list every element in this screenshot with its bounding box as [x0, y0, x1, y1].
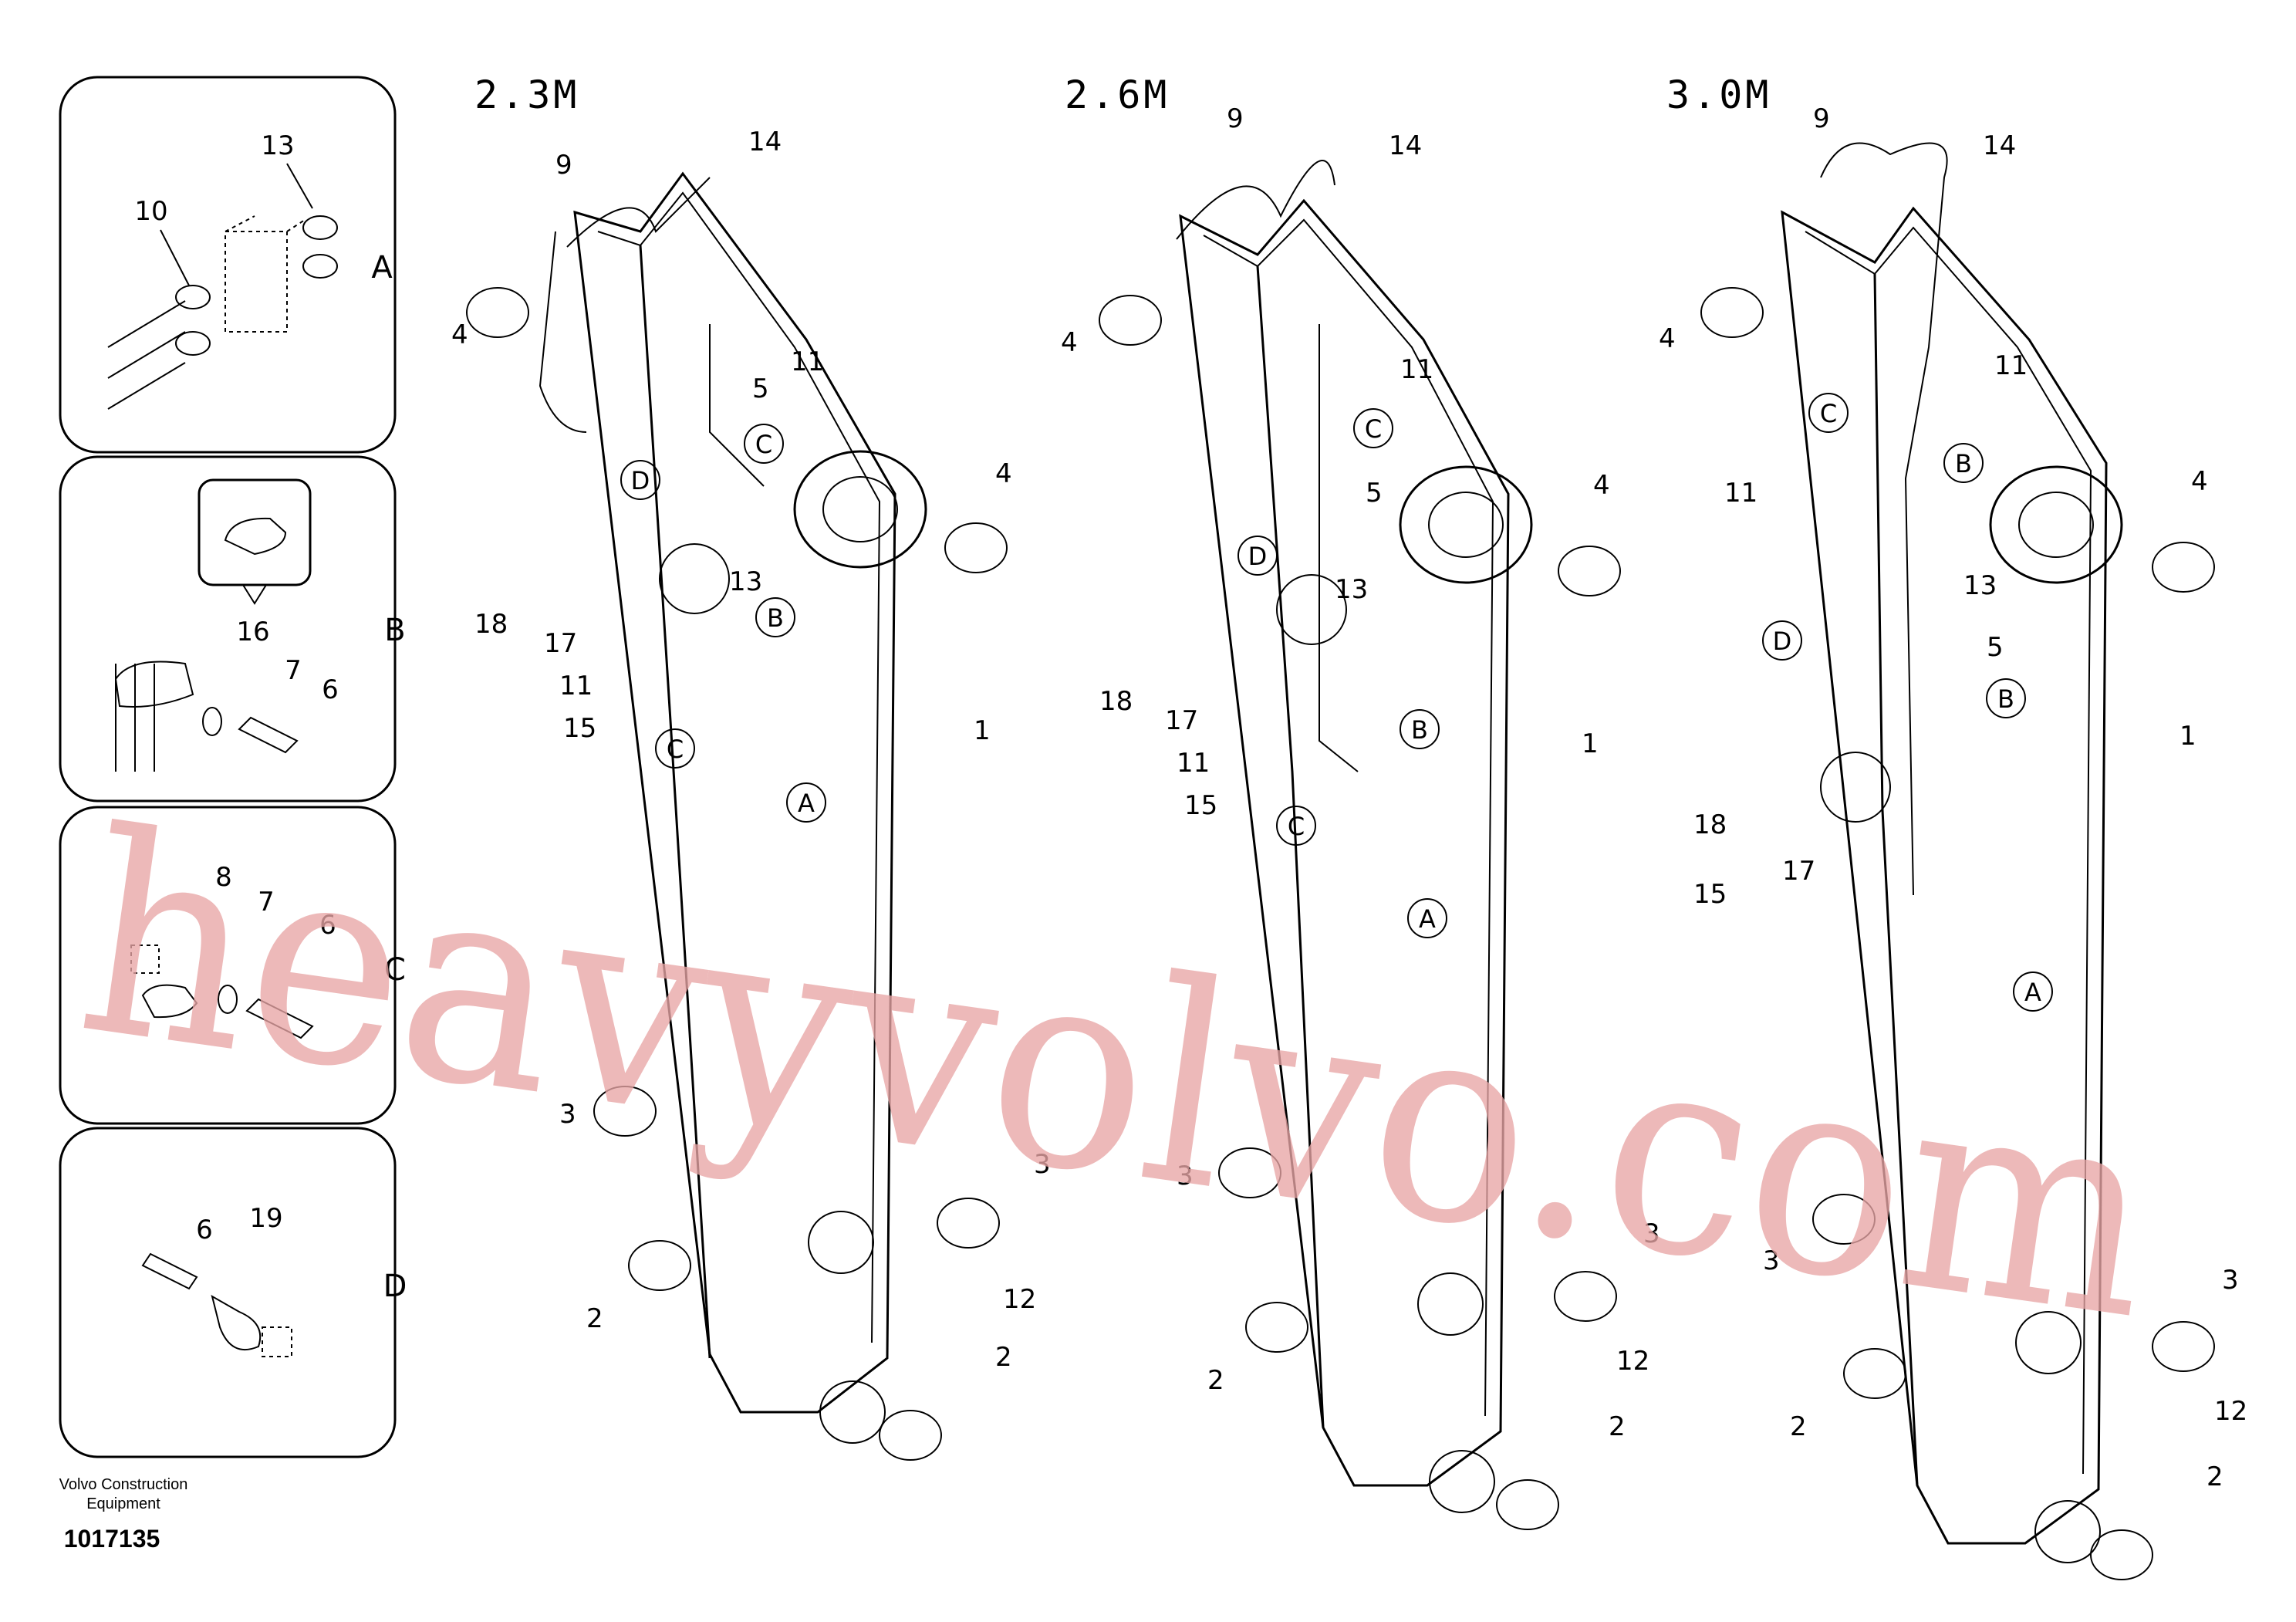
variant-label-2-3m: 2.3M: [474, 73, 579, 117]
part-17-b: 17: [1165, 705, 1198, 736]
callout-c-a2: C: [667, 735, 684, 764]
part-18-a: 18: [474, 609, 508, 640]
footer-company-line1: Volvo Construction: [59, 1476, 188, 1493]
callout-b-b: B: [1411, 715, 1428, 745]
part-1-c: 1: [2180, 721, 2196, 752]
detail-panel-d: D 6 19: [59, 1127, 407, 1458]
part-13-a: 13: [729, 566, 762, 597]
part-11-b2: 11: [1177, 748, 1210, 779]
detail-letter-b: B: [384, 613, 405, 648]
part-4-b2: 4: [1593, 470, 1610, 501]
part-3-a1: 3: [559, 1099, 576, 1130]
part-3-b1: 3: [1177, 1161, 1194, 1191]
part-11-c2: 11: [1724, 478, 1757, 509]
part-11-b1: 11: [1400, 354, 1433, 385]
part-3-c2: 3: [2222, 1265, 2239, 1296]
part-2-c1: 2: [2207, 1461, 2223, 1492]
part-17-c: 17: [1782, 856, 1815, 887]
detail-b-number-7: 7: [285, 655, 302, 686]
part-4-a2: 4: [995, 458, 1012, 489]
callout-c-a1: C: [755, 430, 772, 459]
part-11-a1: 11: [791, 346, 824, 377]
callout-c-b2: C: [1288, 812, 1305, 841]
part-15-c: 15: [1693, 879, 1727, 910]
part-18-b: 18: [1099, 686, 1133, 717]
part-12-b: 12: [1616, 1346, 1649, 1377]
part-11-c1: 11: [1994, 350, 2028, 381]
part-13-b: 13: [1335, 574, 1368, 605]
detail-a-number-13: 13: [261, 130, 294, 161]
watermark-text: heavyvolvo.com: [64, 771, 2172, 1381]
part-4-c2: 4: [2191, 466, 2208, 497]
part-12-c: 12: [2214, 1396, 2247, 1427]
callout-a-b: A: [1419, 904, 1436, 934]
part-2-b1: 2: [1609, 1411, 1626, 1442]
callout-b-c1: B: [1955, 449, 1972, 478]
part-5-a: 5: [752, 373, 769, 404]
part-9-a: 9: [555, 150, 572, 181]
part-15-b: 15: [1184, 790, 1217, 821]
part-3-b2: 3: [1643, 1218, 1660, 1249]
detail-a-number-10: 10: [134, 196, 167, 227]
part-2-a1: 2: [995, 1342, 1012, 1373]
part-13-c: 13: [1963, 570, 1997, 601]
boom-stick-2-6m: 2.6M 1 2 2 3 3 4 4 5 9 11 11 12 13 14 15…: [1061, 73, 1660, 1530]
detail-d-number-19: 19: [249, 1203, 282, 1234]
drawing-number: 1017135: [64, 1525, 160, 1553]
detail-panel-b: B 16 7 6: [59, 455, 406, 803]
boom-stick-3-0m: 3.0M 1 2 2 3 3 4 4 5 9 11 11 12 13 14 15…: [1659, 73, 2247, 1580]
part-18-c: 18: [1693, 809, 1727, 840]
callout-c-b1: C: [1365, 414, 1382, 444]
callout-b-c2: B: [1997, 684, 2014, 714]
detail-c-number-8: 8: [215, 862, 232, 893]
part-11-a2: 11: [559, 671, 593, 701]
detail-b-number-6: 6: [322, 674, 339, 705]
callout-b-a: B: [767, 603, 784, 633]
part-4-c1: 4: [1659, 323, 1676, 354]
part-14-c: 14: [1983, 130, 2016, 161]
part-5-b: 5: [1366, 478, 1383, 509]
part-14-a: 14: [748, 127, 782, 157]
part-4-b1: 4: [1061, 327, 1078, 358]
callout-d-c: D: [1773, 627, 1792, 656]
part-2-a2: 2: [586, 1303, 603, 1334]
detail-letter-a: A: [371, 250, 393, 286]
variant-label-3-0m: 3.0M: [1666, 73, 1771, 117]
detail-c-number-7: 7: [258, 887, 275, 917]
part-1-a: 1: [974, 715, 991, 746]
part-5-c: 5: [1987, 632, 2004, 663]
detail-panel-a: A 13 10: [59, 76, 397, 454]
part-2-c2: 2: [1790, 1411, 1807, 1442]
detail-d-number-6: 6: [196, 1215, 213, 1245]
part-3-c1: 3: [1763, 1245, 1780, 1276]
callout-c-c: C: [1820, 399, 1837, 428]
callout-a-a: A: [798, 789, 815, 818]
part-12-a: 12: [1003, 1284, 1036, 1315]
part-17-a: 17: [544, 628, 577, 659]
detail-c-number-6: 6: [319, 910, 336, 941]
part-4-a1: 4: [451, 319, 468, 350]
detail-letter-c: C: [384, 952, 406, 988]
part-2-b2: 2: [1207, 1365, 1224, 1396]
footer-company-line2: Equipment: [86, 1495, 160, 1512]
callout-a-c: A: [2024, 978, 2041, 1007]
detail-letter-d: D: [383, 1269, 407, 1304]
part-1-b: 1: [1582, 728, 1599, 759]
detail-panel-c: C 8 7 6: [59, 806, 406, 1125]
callout-d-b: D: [1248, 542, 1268, 571]
part-3-a2: 3: [1034, 1149, 1051, 1180]
part-9-c: 9: [1813, 103, 1830, 134]
variant-label-2-6m: 2.6M: [1065, 73, 1170, 117]
part-15-a: 15: [563, 713, 596, 744]
callout-d-a: D: [631, 466, 650, 495]
part-14-b: 14: [1389, 130, 1422, 161]
part-9-b: 9: [1227, 103, 1244, 134]
detail-b-number-16: 16: [236, 617, 269, 647]
boom-stick-2-3m: 2.3M 1 2 2 3 3 4 4 5 9 11 11 12 13 14 15…: [451, 73, 1051, 1461]
